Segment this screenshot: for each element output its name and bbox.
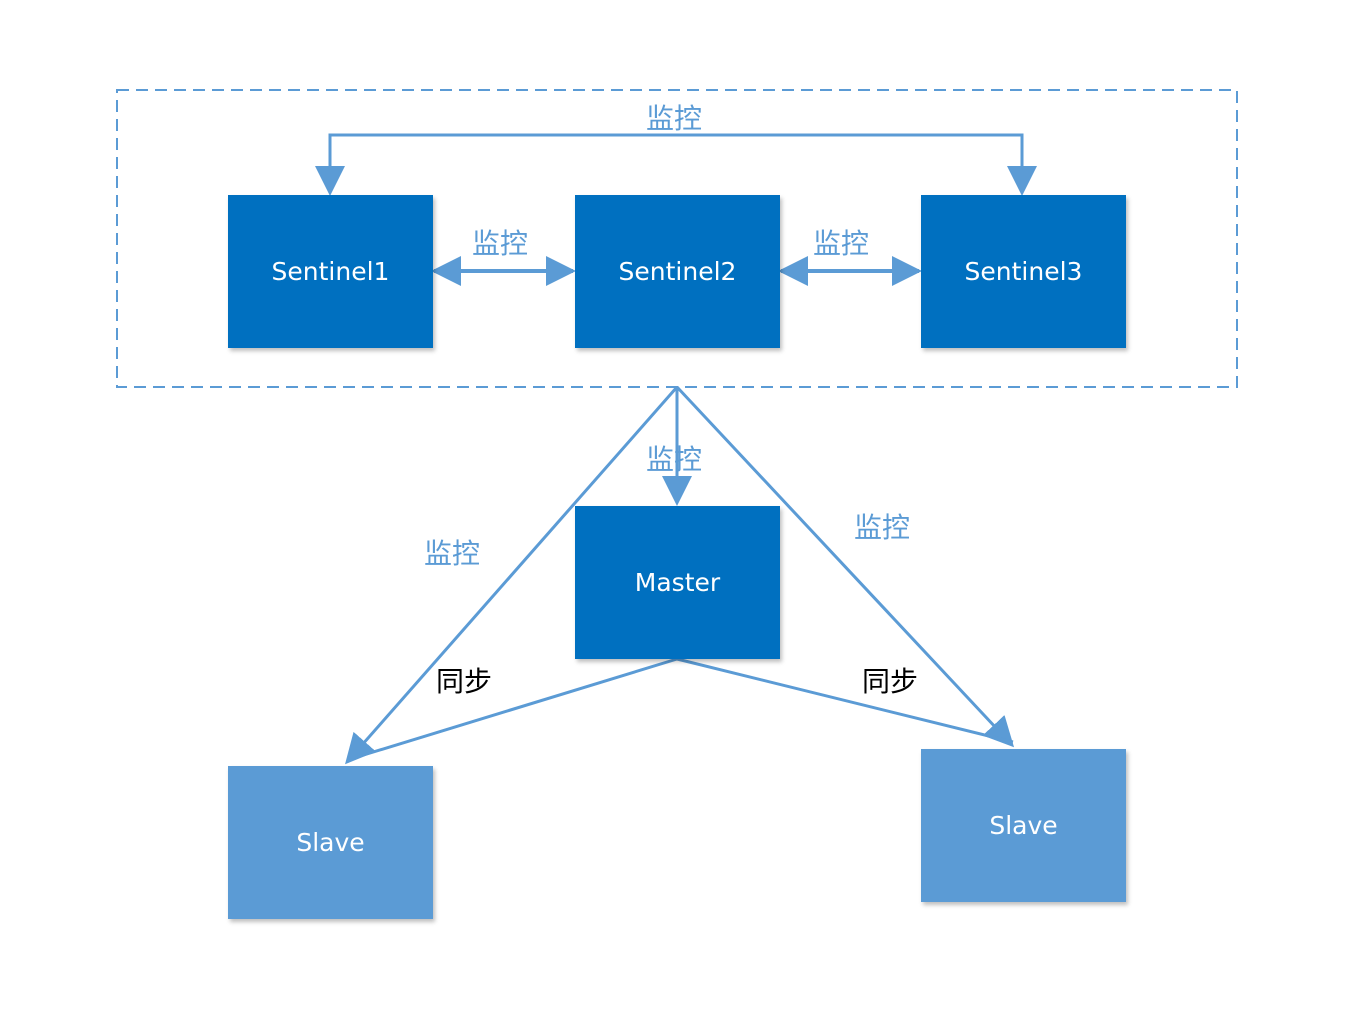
edge-monitor-s1-s3 [315, 133, 1037, 196]
node-slave-right-label: Slave [989, 811, 1058, 840]
label-sync-left: 同步 [436, 665, 493, 698]
node-slave-left-label: Slave [296, 828, 365, 857]
node-sentinel3: Sentinel3 [921, 195, 1126, 348]
node-slave-right: Slave [921, 749, 1126, 902]
label-monitor-to-slave-left: 监控 [424, 537, 481, 570]
node-sentinel2: Sentinel2 [575, 195, 780, 348]
edge-sync-master-slave-right [676, 657, 1014, 744]
label-monitor-to-slave-right: 监控 [854, 511, 911, 544]
label-monitor-s2-s3: 监控 [813, 227, 870, 260]
label-monitor-to-master: 监控 [646, 443, 703, 476]
edge-monitor-group-slave-right [675, 385, 1015, 748]
node-master-label: Master [634, 568, 721, 597]
label-sync-right: 同步 [862, 665, 919, 698]
label-monitor-s1-s2: 监控 [472, 227, 529, 260]
node-sentinel2-label: Sentinel2 [618, 257, 737, 286]
node-master: Master [575, 506, 780, 659]
node-sentinel3-label: Sentinel3 [964, 257, 1083, 286]
label-monitor-top: 监控 [646, 102, 703, 135]
edge-sync-master-slave-left [356, 657, 678, 759]
node-sentinel1-label: Sentinel1 [271, 257, 390, 286]
node-sentinel1: Sentinel1 [228, 195, 433, 348]
node-slave-left: Slave [228, 766, 433, 919]
edge-monitor-group-slave-left [345, 386, 679, 765]
